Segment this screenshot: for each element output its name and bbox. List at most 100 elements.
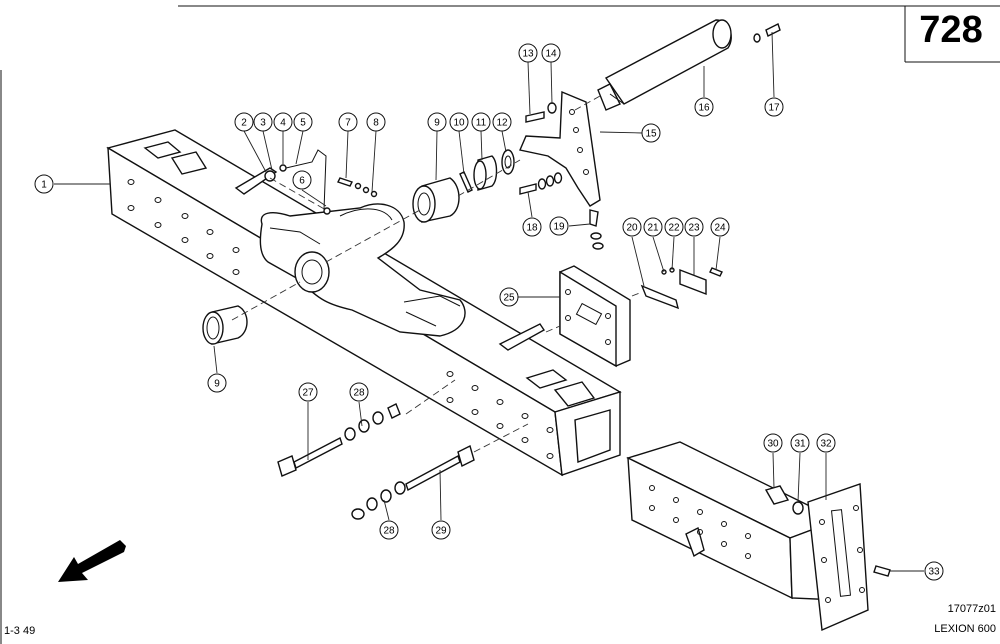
callout-circle <box>34 174 54 194</box>
extension-arm <box>626 441 869 632</box>
callout-6: 6 <box>292 170 312 190</box>
callout-number: 15 <box>645 129 657 140</box>
callout-circle <box>471 112 491 132</box>
callout-number: 7 <box>345 118 351 129</box>
callout-circle <box>234 112 254 132</box>
callout-circle <box>292 170 312 190</box>
drawing-code: 17077z01 <box>948 603 996 615</box>
callout-number: 28 <box>383 526 395 537</box>
callout-28: 28 <box>349 382 369 402</box>
callout-circle <box>622 217 642 237</box>
callout-18: 18 <box>522 217 542 237</box>
direction-arrow-icon <box>58 540 126 582</box>
callout-23: 23 <box>684 217 704 237</box>
callout-number: 2 <box>241 118 247 129</box>
callout-circle <box>710 217 730 237</box>
bolt-7-8 <box>337 177 378 198</box>
callout-2: 2 <box>234 112 254 132</box>
callout-circle <box>518 43 538 63</box>
callout-number: 19 <box>553 222 565 233</box>
bolt-17 <box>753 23 781 43</box>
callout-number: 10 <box>453 118 465 129</box>
lever-and-grease-fitting <box>234 149 331 215</box>
page-number: 728 <box>919 9 982 51</box>
axle-saddle <box>259 203 466 337</box>
callout-circle <box>427 112 447 132</box>
model-label: LEXION 600 <box>934 623 996 635</box>
bushing-lower <box>202 305 248 345</box>
callout-circle <box>379 520 399 540</box>
corner-code: 1-3 49 <box>4 625 35 637</box>
long-bolt-27 <box>277 403 401 477</box>
bushing-upper <box>412 177 460 223</box>
bolt-13-washer-14 <box>525 102 557 123</box>
callout-3: 3 <box>253 112 273 132</box>
callout-number: 3 <box>260 118 266 129</box>
callout-circle <box>298 382 318 402</box>
callout-number: 22 <box>668 223 680 234</box>
callout-circle <box>816 433 836 453</box>
callout-5: 5 <box>293 112 313 132</box>
page-frame <box>0 5 1000 644</box>
callout-number: 9 <box>214 379 220 390</box>
callout-number: 8 <box>373 118 379 129</box>
callout-number: 14 <box>545 49 557 60</box>
callout-number: 6 <box>299 176 305 187</box>
callout-number: 23 <box>688 223 700 234</box>
hydraulic-cylinder <box>597 19 732 111</box>
callout-number: 18 <box>526 223 538 234</box>
callout-22: 22 <box>664 217 684 237</box>
callout-9: 9 <box>427 112 447 132</box>
callout-number: 31 <box>794 439 806 450</box>
callout-33: 33 <box>924 561 944 581</box>
callout-circle <box>366 112 386 132</box>
callout-25: 25 <box>499 287 519 307</box>
callout-circle <box>549 216 569 236</box>
beam-holes <box>127 179 554 459</box>
callout-number: 32 <box>820 439 832 450</box>
callout-circle <box>764 97 784 117</box>
callout-12: 12 <box>492 112 512 132</box>
callout-number: 28 <box>353 388 365 399</box>
callout-circle <box>641 123 661 143</box>
callout-number: 9 <box>434 118 440 129</box>
callout-circle <box>338 112 358 132</box>
callout-number: 25 <box>503 293 515 304</box>
callout-32: 32 <box>816 433 836 453</box>
callout-16: 16 <box>694 97 714 117</box>
callout-circle <box>522 217 542 237</box>
callout-circle <box>763 433 783 453</box>
callout-11: 11 <box>471 112 491 132</box>
callout-number: 17 <box>768 103 780 114</box>
callout-number: 5 <box>300 118 306 129</box>
callout-13: 13 <box>518 43 538 63</box>
callout-circle <box>253 112 273 132</box>
callout-circle <box>924 561 944 581</box>
callout-29: 29 <box>431 520 451 540</box>
pin-33 <box>873 565 891 577</box>
callout-number: 13 <box>522 49 534 60</box>
small-brackets <box>640 267 723 310</box>
callout-27: 27 <box>298 382 318 402</box>
callout-circle <box>349 382 369 402</box>
callout-circle <box>207 373 227 393</box>
callout-number: 1 <box>41 180 47 191</box>
callout-circle <box>684 217 704 237</box>
callout-circle <box>694 97 714 117</box>
mounting-plate <box>498 265 631 368</box>
callout-number: 30 <box>767 439 779 450</box>
callout-1: 1 <box>34 174 54 194</box>
leader-lines <box>54 31 924 572</box>
callout-15: 15 <box>641 123 661 143</box>
long-bolt-29 <box>351 444 475 520</box>
pin-nut-washer <box>459 149 515 193</box>
callout-31: 31 <box>790 433 810 453</box>
callout-circle <box>790 433 810 453</box>
extension-holes <box>649 485 751 559</box>
callout-20: 20 <box>622 217 642 237</box>
callout-number: 24 <box>714 223 726 234</box>
callout-number: 20 <box>626 223 638 234</box>
callout-14: 14 <box>541 43 561 63</box>
assembly-center-lines <box>231 95 643 453</box>
